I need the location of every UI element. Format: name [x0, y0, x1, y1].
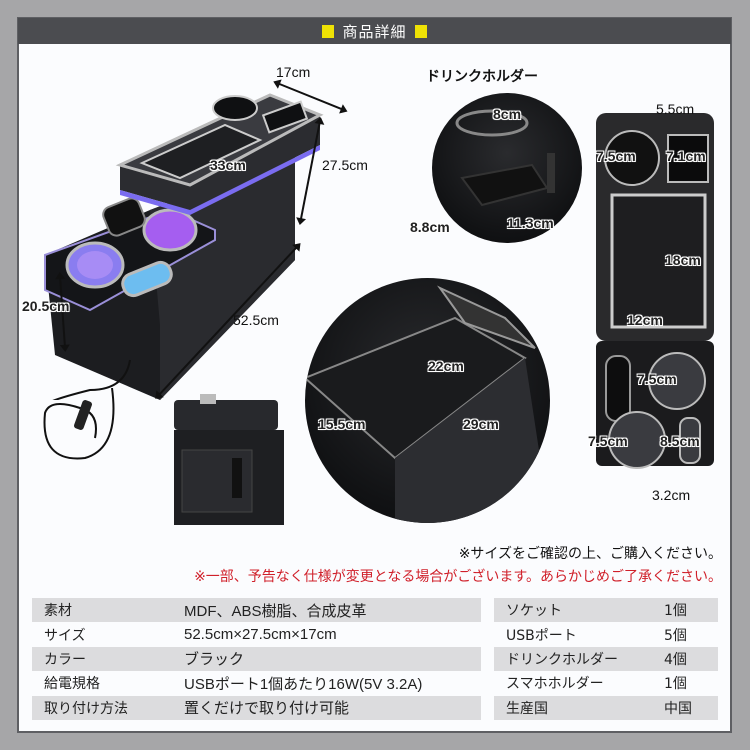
spec-key: サイズ	[44, 627, 86, 644]
yellow-square-icon	[322, 24, 335, 38]
spec-row: スマホホルダー 1個	[494, 671, 718, 695]
spec-value: 4個	[664, 651, 687, 668]
dim-label-20-5cm: 20.5cm	[22, 298, 70, 314]
spec-value: 1個	[664, 603, 687, 620]
dim-label-3-2cm: 3.2cm	[652, 487, 691, 503]
drink-holder-photo	[432, 93, 582, 243]
spec-key: USBポート	[506, 627, 577, 644]
spec-key: ソケット	[506, 603, 562, 620]
spec-row: ドリンクホルダー 4個	[494, 646, 718, 672]
dim-label-7-5cm-top: 7.5cm	[596, 148, 636, 164]
console-side-photo	[170, 388, 290, 530]
spec-value: 中国	[664, 700, 692, 717]
drink-holder-title: ドリンクホルダー	[426, 69, 538, 85]
dim-label-15-5cm: 15.5cm	[318, 416, 366, 432]
top-view-photo	[592, 113, 717, 473]
spec-value: 置くだけで取り付け可能	[184, 700, 350, 718]
dim-label-12cm: 12cm	[627, 312, 663, 328]
spec-key: 生産国	[506, 700, 548, 717]
yellow-square-icon	[414, 24, 427, 38]
dim-label-8-8cm: 8.8cm	[410, 219, 450, 235]
dim-label-52-5cm: 52.5cm	[233, 312, 279, 328]
spec-row: カラー ブラック	[32, 646, 481, 672]
dim-label-11-3cm: 11.3cm	[507, 215, 554, 231]
dim-label-8-5cm: 8.5cm	[660, 433, 700, 449]
spec-change-note: ※一部、予告なく仕様が変更となる場合がございます。あらかじめご了承ください。	[194, 569, 722, 585]
dim-label-29cm: 29cm	[463, 416, 499, 432]
power-cable-photo	[40, 387, 120, 468]
main-console-photo: 17cm 27.5cm 33cm 20.5cm 52.5cm	[22, 60, 390, 406]
spec-table-left: 素材 MDF、ABS樹脂、合成皮革 サイズ 52.5cm×27.5cm×17cm…	[32, 598, 481, 720]
spec-table-right: ソケット 1個 USBポート 5個 ドリンクホルダー 4個 スマホホルダー 1個…	[494, 598, 718, 720]
spec-row: 取り付け方法 置くだけで取り付け可能	[32, 695, 481, 720]
section-header: 商品詳細	[18, 18, 731, 44]
spec-row: サイズ 52.5cm×27.5cm×17cm	[32, 622, 481, 646]
storage-compartment-photo	[305, 278, 550, 523]
spec-key: カラー	[44, 651, 86, 668]
console-illustration	[44, 93, 324, 406]
dim-label-7-5cm-left: 7.5cm	[588, 433, 628, 449]
spec-value: MDF、ABS樹脂、合成皮革	[184, 602, 367, 620]
spec-row: 素材 MDF、ABS樹脂、合成皮革	[32, 598, 481, 623]
spec-row: ソケット 1個	[494, 598, 718, 623]
dim-label-33cm: 33cm	[210, 157, 246, 173]
spec-value: USBポート1個あたり16W(5V 3.2A)	[184, 675, 423, 693]
spec-row: USBポート 5個	[494, 622, 718, 646]
spec-value: 1個	[664, 676, 687, 693]
spec-value: 5個	[664, 627, 687, 644]
dim-label-22cm: 22cm	[428, 358, 464, 374]
spec-value: 52.5cm×27.5cm×17cm	[184, 626, 337, 644]
dim-label-17cm: 17cm	[276, 64, 311, 80]
section-title: 商品詳細	[342, 22, 407, 41]
spec-key: 給電規格	[44, 676, 100, 693]
dim-label-27-5cm: 27.5cm	[322, 157, 368, 173]
spec-key: 素材	[44, 603, 72, 620]
spec-row: 生産国 中国	[494, 695, 718, 720]
dim-label-7-1cm: 7.1cm	[666, 148, 706, 164]
dim-label-8cm: 8cm	[493, 106, 522, 122]
spec-value: ブラック	[184, 651, 245, 669]
size-confirm-note: ※サイズをご確認の上、ご購入ください。	[458, 546, 722, 562]
spec-key: スマホホルダー	[506, 676, 604, 693]
spec-key: ドリンクホルダー	[506, 651, 618, 668]
dim-label-7-5cm-right: 7.5cm	[637, 371, 677, 387]
spec-row: 給電規格 USBポート1個あたり16W(5V 3.2A)	[32, 671, 481, 695]
spec-key: 取り付け方法	[44, 700, 128, 717]
dim-label-18cm: 18cm	[665, 252, 701, 268]
dim-label-5-5cm: 5.5cm	[656, 101, 695, 117]
